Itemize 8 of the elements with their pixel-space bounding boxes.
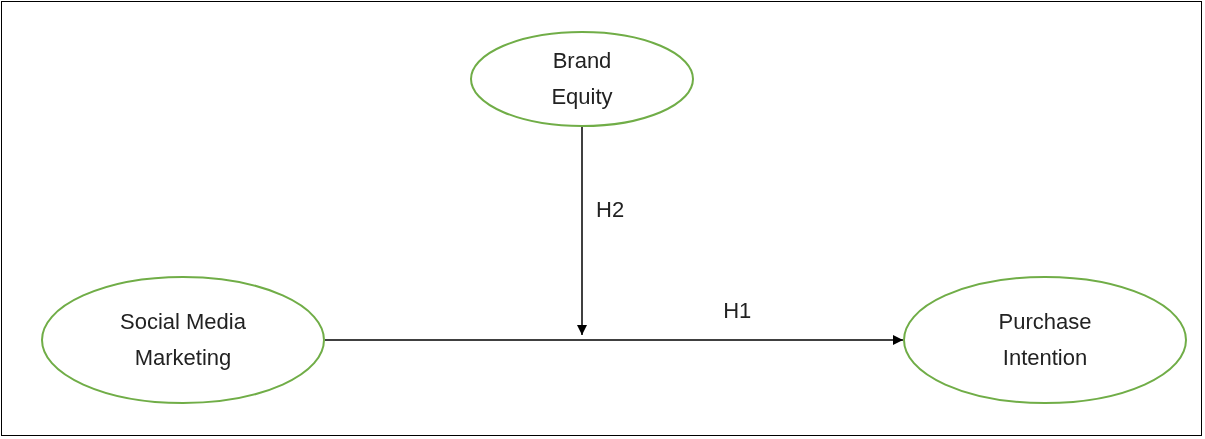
- arrow: [576, 126, 588, 336]
- construct-ellipse: [470, 31, 694, 127]
- construct-ellipse: [903, 276, 1187, 404]
- construct-name: Brand Equity: [550, 47, 614, 111]
- construct-name: Social Media Marketing: [119, 308, 247, 372]
- arrow: [324, 334, 904, 346]
- construct-ellipse: [41, 276, 325, 404]
- construct-name: Purchase Intention: [997, 308, 1093, 372]
